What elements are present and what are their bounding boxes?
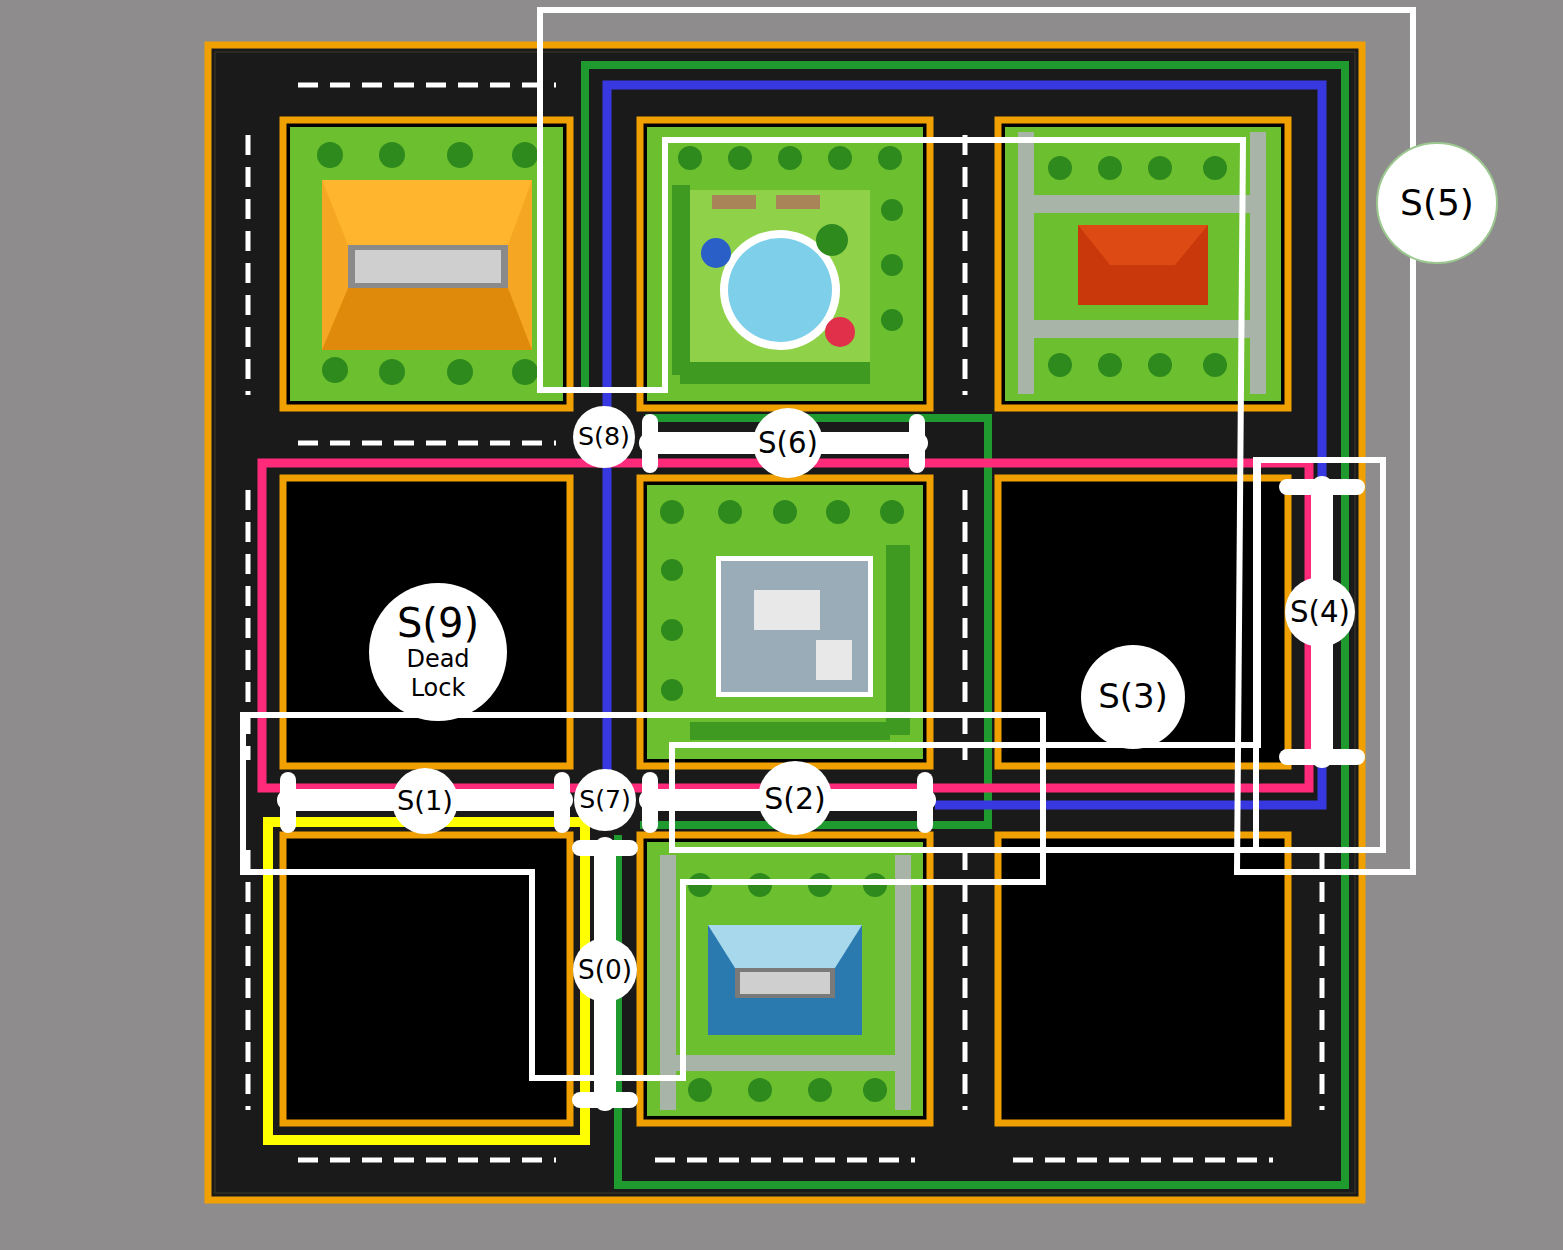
- segment-label: S(4): [1285, 577, 1355, 647]
- segment-label: S(2): [758, 761, 832, 835]
- segment-name: S(1): [397, 786, 453, 816]
- segment-label: S(7): [574, 769, 636, 831]
- segment-label: S(9)Dead Lock: [369, 583, 507, 721]
- segment-name: S(5): [1400, 183, 1474, 223]
- segment-name: S(8): [578, 423, 630, 451]
- segment-label: S(3): [1081, 645, 1185, 749]
- lane-dashes: [248, 85, 1322, 1160]
- segment-name: S(3): [1098, 678, 1168, 715]
- segment-name: S(9): [397, 601, 479, 645]
- road-area: [208, 45, 1362, 1200]
- segment-name: S(0): [578, 956, 632, 985]
- city-blocks: [283, 120, 1288, 1123]
- segment-label: S(8): [573, 406, 635, 468]
- segment-label: S(6): [753, 408, 823, 478]
- segment-label: S(5): [1376, 142, 1498, 264]
- segment-name: S(4): [1290, 596, 1350, 628]
- vehicle-routes: [262, 65, 1345, 1185]
- segment-bars: [288, 422, 1357, 1100]
- segment-label: S(1): [392, 768, 458, 834]
- segment-name: S(2): [764, 782, 826, 815]
- segment-label: S(0): [573, 938, 637, 1002]
- orange-building-block: [290, 127, 563, 401]
- section-outlines: [243, 10, 1413, 1078]
- segment-name: S(7): [579, 786, 631, 814]
- pool-park-block: [647, 127, 923, 401]
- segment-name: S(6): [758, 427, 818, 459]
- segment-note: Dead Lock: [402, 645, 474, 703]
